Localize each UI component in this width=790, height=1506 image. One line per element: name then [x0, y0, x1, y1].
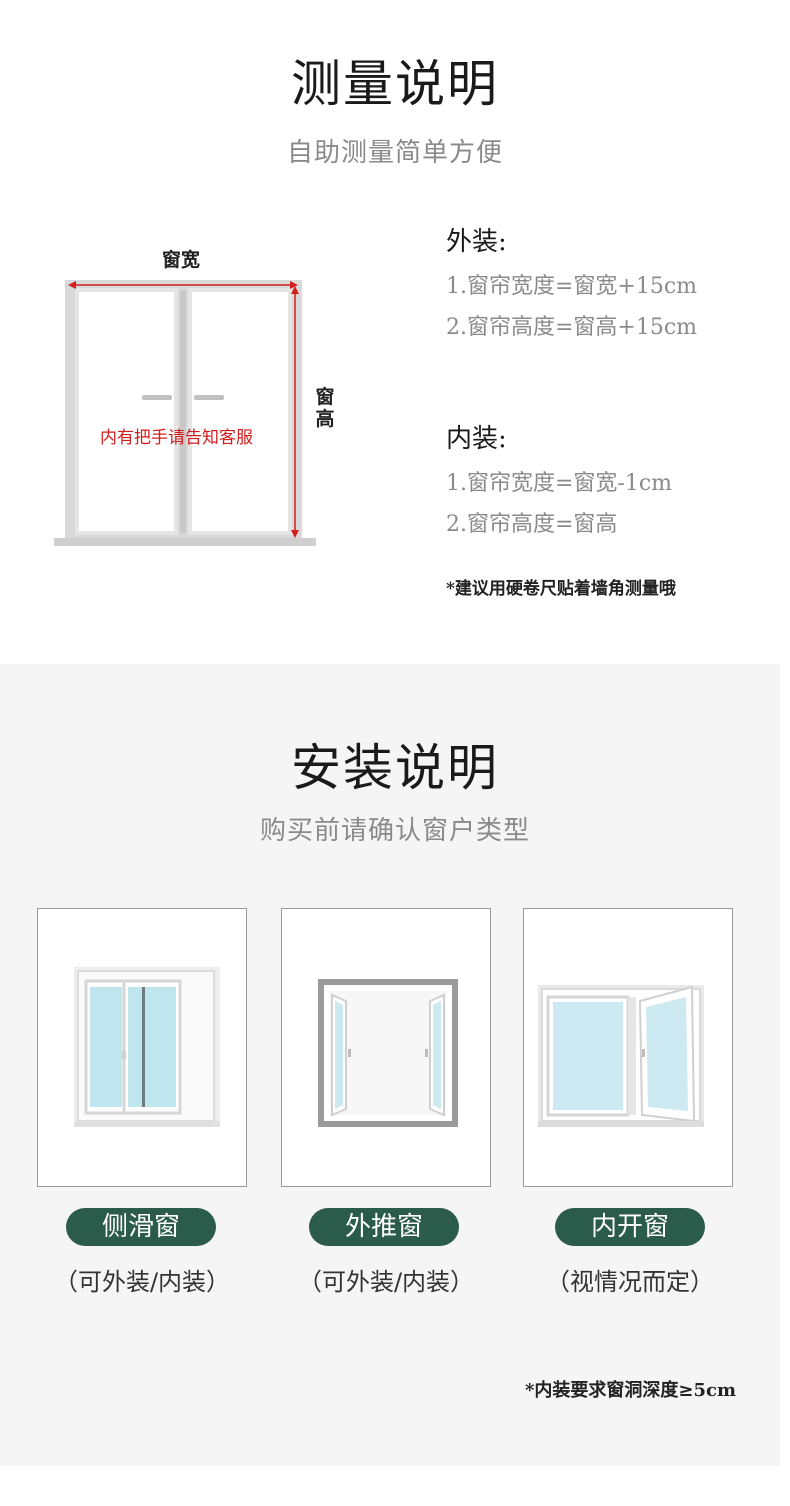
outward-window-icon — [318, 979, 458, 1127]
window-width-label: 窗宽 — [162, 249, 201, 271]
sliding-install-note: （可外装/内装） — [53, 1268, 231, 1296]
outside-height-rule: 2.窗帘高度=窗高+15cm — [446, 315, 698, 340]
inside-heading: 内装: — [446, 424, 507, 454]
inward-window-icon — [538, 985, 704, 1127]
inside-height-rule: 2.窗帘高度=窗高 — [446, 512, 618, 537]
measure-tip: *建议用硬卷尺贴着墙角测量哦 — [446, 579, 676, 599]
window-type-card-sliding[interactable] — [37, 908, 247, 1187]
handle-note: 内有把手请告知客服 — [100, 428, 253, 448]
sliding-window-icon — [74, 967, 220, 1127]
outward-install-note: （可外装/内装） — [297, 1268, 475, 1296]
inward-install-note: （视情况而定） — [546, 1268, 714, 1296]
window-type-card-inward[interactable] — [523, 908, 733, 1187]
measure-title: 测量说明 — [291, 55, 499, 113]
window-type-card-outward[interactable] — [281, 908, 491, 1187]
window-type-inward-button[interactable]: 内开窗 — [555, 1208, 705, 1246]
outside-heading: 外装: — [446, 227, 507, 257]
install-subtitle: 购买前请确认窗户类型 — [259, 816, 530, 846]
measure-subtitle: 自助测量简单方便 — [286, 138, 503, 168]
window-height-label: 窗高 — [315, 386, 335, 430]
window-measure-diagram-icon — [54, 280, 316, 546]
install-title: 安装说明 — [291, 739, 499, 797]
install-depth-footnote: *内装要求窗洞深度≥5cm — [524, 1380, 736, 1401]
window-type-sliding-button[interactable]: 侧滑窗 — [66, 1208, 216, 1246]
window-type-outward-button[interactable]: 外推窗 — [309, 1208, 459, 1246]
outside-width-rule: 1.窗帘宽度=窗宽+15cm — [446, 274, 698, 299]
inside-width-rule: 1.窗帘宽度=窗宽-1cm — [446, 471, 673, 496]
